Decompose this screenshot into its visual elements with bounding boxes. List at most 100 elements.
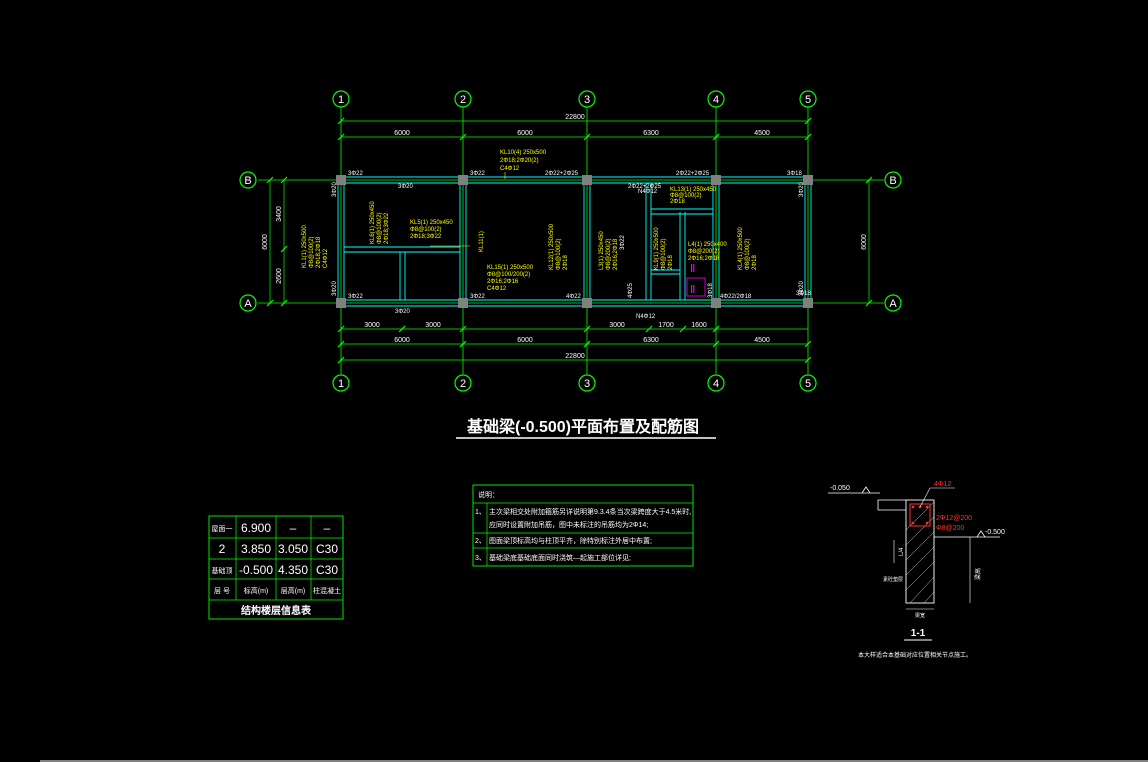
kl1-waist: C4Φ12: [323, 248, 329, 268]
dim-bottom-detail-4: 1700: [658, 322, 674, 329]
rebar-b3: 3Φ22: [470, 171, 485, 177]
kl15-name: KL15(1) 250x500: [487, 265, 534, 271]
kl12-stirrup: Φ8@100(2): [556, 238, 562, 270]
rebar-a1: 3Φ22: [348, 294, 363, 300]
dim-bottom-4: 4500: [754, 337, 770, 344]
kl6-stirrup: Φ8@100(2): [377, 212, 383, 244]
kl10-name: KL10(4) 250x500: [500, 150, 547, 156]
l4-stirrup: Φ8@200(2): [688, 249, 720, 255]
l3-main: 2Φ16;2Φ18: [613, 238, 619, 270]
stair-marks: Ⅱ Ⅱ: [686, 263, 706, 297]
info-r2c1: 2: [219, 542, 226, 556]
rebar-c4: 3Φ20: [799, 281, 805, 296]
rebar-b5: 2Φ22+2Φ25: [628, 184, 662, 190]
dim-top-3: 6300: [643, 130, 659, 137]
kl4-stirrup: Φ8@100(2): [745, 238, 751, 270]
info-r4c4: 柱混凝土: [313, 586, 341, 595]
dim-bottom-detail-5: 1600: [691, 322, 707, 329]
stair-mark-1: Ⅱ: [690, 263, 695, 275]
axis-label-5-bottom: 5: [805, 378, 811, 390]
note-3-text: 基础梁底基础底面同时浇筑—起施工部位详见;: [489, 553, 631, 562]
rebar-c3: 3Φ20: [799, 182, 805, 197]
axis-label-3-bottom: 3: [584, 378, 590, 390]
section-left-mark: L/4: [899, 547, 905, 556]
l3-stirrup: Φ8@200(2): [606, 238, 612, 270]
info-table-caption: 结构楼层信息表: [241, 604, 312, 617]
rebar-n1: N4Φ12: [638, 189, 658, 195]
kl13-stirrup: Φ8@100(2): [670, 193, 702, 199]
dim-top-total: 22800: [565, 114, 585, 121]
rebar-d1: 3Φ20: [395, 309, 410, 315]
kl1-name: KL1(1) 250x500: [302, 225, 308, 268]
l4-main: 2Φ16;2Φ18: [688, 256, 720, 262]
kl11-name: KL11(1): [479, 231, 485, 252]
kl15-waist: C4Φ12: [487, 286, 507, 292]
dim-bottom-total: 22800: [565, 353, 585, 360]
rebar-b7: 3Φ18: [787, 171, 802, 177]
info-table: 屋面一 6.900 – – 2 3.850 3.050 C30 基础顶 -0.5…: [208, 515, 344, 620]
section-rebar-top: 4Φ12: [934, 481, 951, 488]
axis-label-4-bottom: 4: [713, 378, 719, 390]
note-3-num: 3、: [475, 555, 486, 562]
info-r1c4: –: [324, 521, 331, 535]
axis-label-b-right: B: [889, 175, 896, 187]
info-r2c3: 3.050: [278, 542, 308, 556]
section-bottom-mark: 梁宽: [915, 612, 925, 619]
kl9-stirrup: Φ8@100(2): [661, 238, 667, 270]
rebar-a3: 4Φ22: [566, 294, 581, 300]
kl5-stirrup: Φ8@100(2): [410, 227, 442, 233]
kl9-name: KL9(1) 250x500: [654, 227, 660, 270]
axis-label-1-bottom: 1: [338, 378, 344, 390]
note-2-num: 2、: [475, 538, 486, 545]
notes-box: 说明： 1、 主次梁相交处附加箍筋另详说明第9.3.4条当次梁跨度大于4.5米时…: [472, 484, 694, 567]
note-1-line1: 主次梁相交处附加箍筋另详说明第9.3.4条当次梁跨度大于4.5米时,: [489, 507, 691, 516]
stair-mark-2: Ⅱ: [690, 284, 695, 296]
info-r4c3: 层高(m): [281, 586, 306, 595]
kl15-main: 2Φ16;2Φ16: [487, 279, 519, 285]
info-r1c2: 6.900: [241, 521, 271, 535]
rebar-c5: 3Φ22: [620, 235, 626, 250]
kl10-main: C4Φ12: [500, 166, 520, 172]
info-r3c4: C30: [316, 563, 338, 577]
plan-title: 基础梁(-0.500)平面布置及配筋图: [466, 417, 699, 436]
info-r3c2: -0.500: [239, 563, 273, 577]
dim-bottom-detail-2: 3000: [425, 322, 441, 329]
l3-name: L3(1) 250x450: [599, 231, 605, 270]
info-r3c3: 4.350: [278, 563, 308, 577]
info-r1c1: 屋面一: [212, 525, 233, 533]
kl6-main: 2Φ18;3Φ22: [384, 212, 390, 244]
kl4-name: KL4(1) 250x500: [738, 227, 744, 270]
columns: [336, 175, 813, 308]
rebar-b2: 3Φ20: [398, 184, 413, 190]
axis-grid-lines: [258, 107, 884, 374]
kl9-main: 2Φ18: [668, 255, 674, 270]
rebar-b6: 2Φ22+2Φ25: [676, 171, 710, 177]
rebar-c7: 3Φ18: [708, 283, 714, 298]
rebar-n2: N4Φ12: [636, 314, 656, 320]
dim-top-4: 4500: [754, 130, 770, 137]
kl12-name: KL12(1) 250x500: [549, 223, 555, 270]
rebar-a2: 3Φ22: [470, 294, 485, 300]
dim-bottom-detail-3: 3000: [609, 322, 625, 329]
kl1-stirrup: Φ8@100(2): [309, 236, 315, 268]
section-rebar-mid1: 2Φ12@200: [936, 515, 972, 522]
info-r4c2: 标高(m): [244, 586, 269, 595]
axis-label-a-left: A: [244, 298, 252, 310]
kl15-stirrup: Φ8@100/200(2): [487, 272, 530, 278]
section-detail: -0.050 4Φ12 2Φ12@200 Φ8@200 -0.500: [828, 481, 1005, 659]
kl10-stirrup: 2Φ18;2Φ20(2): [500, 158, 539, 164]
axis-label-4-top: 4: [713, 94, 719, 106]
info-r2c2: 3.850: [241, 542, 271, 556]
section-rebar-mid2: Φ8@200: [936, 525, 964, 532]
l4-name: L4(1) 250x400: [688, 242, 727, 248]
kl1-main: 2Φ18;2Φ18: [316, 236, 322, 268]
rebar-c1: 3Φ20: [332, 182, 338, 197]
info-r3c1: 基础顶: [212, 566, 233, 575]
section-side-mark: 梁高: [974, 568, 982, 580]
note-1-num: 1、: [475, 509, 486, 516]
kl5-name: KL5(1) 250x450: [410, 220, 453, 226]
section-pad-label: 素砼垫层: [883, 576, 903, 583]
section-elev-side: -0.500: [985, 529, 1005, 536]
dimension-ticks: [266, 117, 873, 364]
rebar-c2: 3Φ20: [332, 281, 338, 296]
